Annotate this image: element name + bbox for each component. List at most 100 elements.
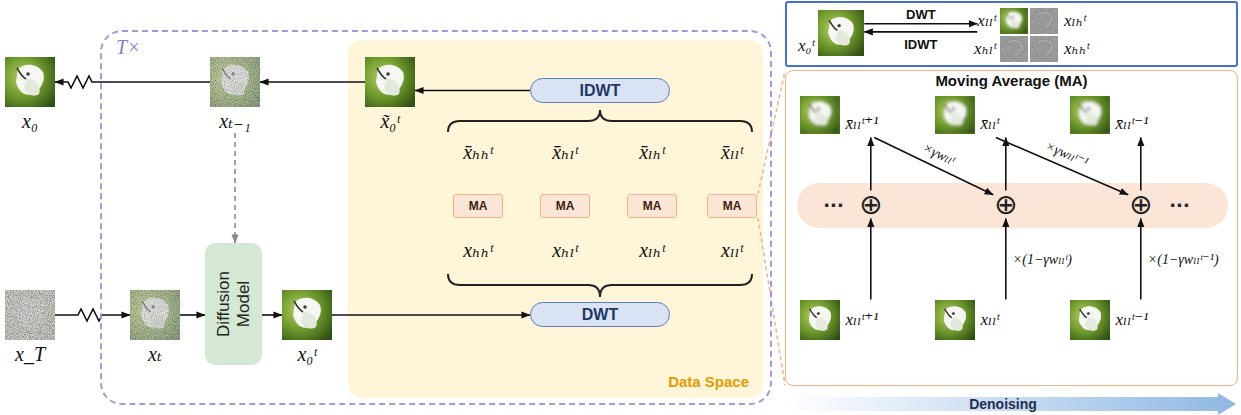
data-space-region: Data Space x̃₀ᵗ IDWT MA MA MA MA DWT xyxy=(348,40,763,398)
connector xyxy=(55,309,130,321)
image-node: xₜ₋₁ xyxy=(210,57,260,133)
connector xyxy=(874,138,993,195)
node-text: xₕₕᵗ xyxy=(1064,39,1089,59)
node-text: xₗₕᵗ xyxy=(1064,11,1086,31)
denoising-arrow xyxy=(785,393,1236,415)
connector xyxy=(870,219,872,300)
photo xyxy=(210,57,260,107)
node-text: x₀ xyxy=(22,110,38,133)
node-text: ⊕ xyxy=(994,191,1017,219)
ma-box: MA xyxy=(540,194,590,218)
label-text: x̄ₗₕᵗ xyxy=(639,141,665,164)
data-space-fill xyxy=(348,40,763,398)
subband-node: xₕₕᵗ xyxy=(1030,36,1089,62)
photo xyxy=(1000,36,1028,62)
node-text: xₜ xyxy=(148,343,162,366)
node-text: Moving Average (MA) xyxy=(786,72,1237,89)
photo xyxy=(1030,36,1058,62)
image-node: xₗₗᵗ xyxy=(935,300,1000,340)
label-text: xₗₕᵗ xyxy=(639,239,665,262)
connector xyxy=(864,23,977,25)
node-text: MA xyxy=(469,199,488,213)
transform-box: IDWT xyxy=(530,78,670,103)
connector xyxy=(1005,138,1007,191)
photo xyxy=(800,96,840,134)
photo xyxy=(1070,300,1110,340)
image-node: x̄ₗₗᵗ⁻¹ xyxy=(1070,96,1149,138)
photo xyxy=(1070,96,1110,134)
image-node: x₀ᵗ xyxy=(282,290,332,366)
brace xyxy=(448,274,752,297)
node-text: ··· xyxy=(823,195,844,216)
image-node: xₗₗᵗ⁻¹ xyxy=(1070,300,1149,340)
node-text: xₗₗᵗ⁻¹ xyxy=(1116,310,1149,330)
node-text: xₜ₋₁ xyxy=(219,110,250,133)
node-text: DWT xyxy=(582,306,618,324)
node-text: xₗₗᵗ xyxy=(977,11,996,31)
edge-label: ×γwₗₗᵗ⁻¹ xyxy=(1043,137,1091,170)
photo xyxy=(800,300,840,340)
connector xyxy=(262,314,282,316)
ma-box: MA xyxy=(453,194,503,218)
node-text: xₕₗᵗ xyxy=(974,39,996,59)
node-text: ⊕ xyxy=(859,191,882,219)
image-node: x̃₀ᵗ xyxy=(365,57,415,133)
label-text: x̄ₕₗᵗ xyxy=(552,141,578,164)
node-text: xₗₗᵗ⁺¹ xyxy=(846,310,879,330)
edge-label: ×(1−γwₗₗᵗ) xyxy=(1013,251,1072,268)
photo xyxy=(365,57,415,107)
edge-label: ×γwₗₗᵗ xyxy=(921,139,959,169)
connector xyxy=(180,314,205,316)
connector xyxy=(864,31,977,33)
loop-region: T× Data Space x̃₀ᵗ IDWT MA MA MA MA DWT xₜ₋₁ xₜ Dif… xyxy=(100,30,772,405)
sum-symbol: ⊕ xyxy=(988,191,1024,219)
photo xyxy=(935,300,975,340)
node-text: ··· xyxy=(1169,195,1190,216)
node-text: x̄ₗₗᵗ xyxy=(981,114,1000,134)
node-text: Data Space xyxy=(668,373,749,390)
node-text: MA xyxy=(643,199,662,213)
node-text: xₗₗᵗ xyxy=(981,310,1000,330)
photo xyxy=(282,290,332,340)
label-text: Denoising xyxy=(969,396,1037,412)
sum-band: ······⊕⊕⊕ xyxy=(797,183,1228,228)
node-text: T× xyxy=(116,36,141,59)
connector xyxy=(1005,219,1007,300)
edge-label: DWT xyxy=(906,6,936,21)
node-text: MA xyxy=(723,199,742,213)
photo xyxy=(1000,8,1028,34)
image-node: x₀ xyxy=(5,57,55,133)
ma-box: MA xyxy=(707,194,757,218)
photo xyxy=(5,57,55,107)
node-text: MA xyxy=(556,199,575,213)
connector xyxy=(996,138,1128,195)
connector xyxy=(332,314,530,316)
image-node: xₗₗᵗ⁺¹ xyxy=(800,300,879,340)
label-text: x̄ₕₕᵗ xyxy=(463,141,493,164)
connector xyxy=(1140,138,1142,191)
photo xyxy=(935,96,975,134)
image-node: xₜ xyxy=(130,290,180,366)
connector xyxy=(55,76,210,88)
photo xyxy=(5,290,55,340)
photo xyxy=(130,290,180,340)
node-text: x_T xyxy=(15,343,45,366)
brace xyxy=(448,110,752,132)
sum-symbol: ⊕ xyxy=(853,191,889,219)
connector xyxy=(870,138,872,191)
ma-box: MA xyxy=(627,194,677,218)
connector xyxy=(234,133,236,243)
label-text: xₕₗᵗ xyxy=(552,239,578,262)
node-text: IDWT xyxy=(580,82,621,100)
wavelet-box xyxy=(786,2,1237,66)
image-node: x̄ₗₗᵗ xyxy=(935,96,1000,138)
node-text: Diffusion Model xyxy=(214,249,253,359)
connector xyxy=(260,81,365,83)
photo xyxy=(818,10,864,56)
node-text: x₀ᵗ xyxy=(297,343,316,366)
subband-node: xₗₕᵗ xyxy=(1030,8,1086,34)
label-text: x̄ₗₗᵗ xyxy=(721,141,743,164)
node-text: x₀ᵗ xyxy=(798,36,814,56)
sum-band-fill xyxy=(797,183,1228,228)
